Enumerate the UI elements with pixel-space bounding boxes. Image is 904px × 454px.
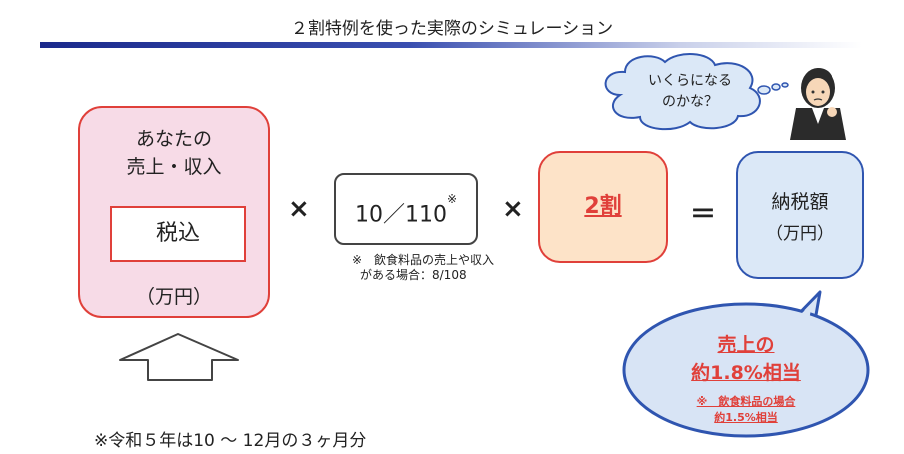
result-ellipse [622, 302, 870, 438]
up-arrow-icon [119, 333, 239, 381]
tax-included-box: 税込 [110, 206, 246, 262]
thinking-person-icon [790, 68, 846, 140]
tax-ratio-box: 10／110※ [334, 173, 478, 245]
ratio-note: ※ 飲食料品の売上や収入 がある場合：8/108 [352, 253, 494, 283]
thought-dot-1 [757, 85, 771, 95]
thought-cloud [604, 53, 761, 131]
tax-amount-unit: （万円） [766, 224, 834, 244]
thought-text-line1: いくらになる [648, 73, 732, 89]
footnote: ※令和５年は10 ～ 12月の３ヶ月分 [94, 431, 367, 451]
tax-amount-box: 納税額 （万円） [736, 151, 864, 279]
result-line2: 約1.8%相当 [691, 362, 801, 384]
income-unit: （万円） [135, 286, 212, 308]
tax-ratio-mark: ※ [446, 192, 458, 206]
thought-dot-2 [771, 83, 781, 91]
multiply-sign-2: × [502, 194, 524, 224]
income-label-line1: あなたの [135, 128, 212, 150]
page-title: ２割特例を使った実際のシミュレーション [290, 19, 614, 39]
equals-sign: ＝ [690, 200, 717, 230]
ratio-note-line1: ※ 飲食料品の売上や収入 [352, 253, 495, 267]
title-underline-bar [40, 42, 862, 48]
rate-box: 2割 [538, 151, 668, 263]
result-note1: ※ 飲食料品の場合 [696, 395, 796, 408]
income-label-line2: 売上・収入 [126, 156, 222, 178]
result-line1: 売上の [717, 334, 775, 356]
multiply-sign-1: × [288, 194, 310, 224]
tax-amount-label: 納税額 [771, 191, 829, 213]
tax-ratio-value: 10／110 [354, 202, 447, 228]
thought-dot-3 [781, 82, 789, 88]
ratio-note-line2: がある場合：8/108 [360, 268, 467, 282]
income-box: あなたの 売上・収入 税込 （万円） [78, 106, 270, 318]
result-note2: 約1.5%相当 [714, 411, 778, 424]
thought-text-line2: のかな？ [662, 94, 718, 110]
